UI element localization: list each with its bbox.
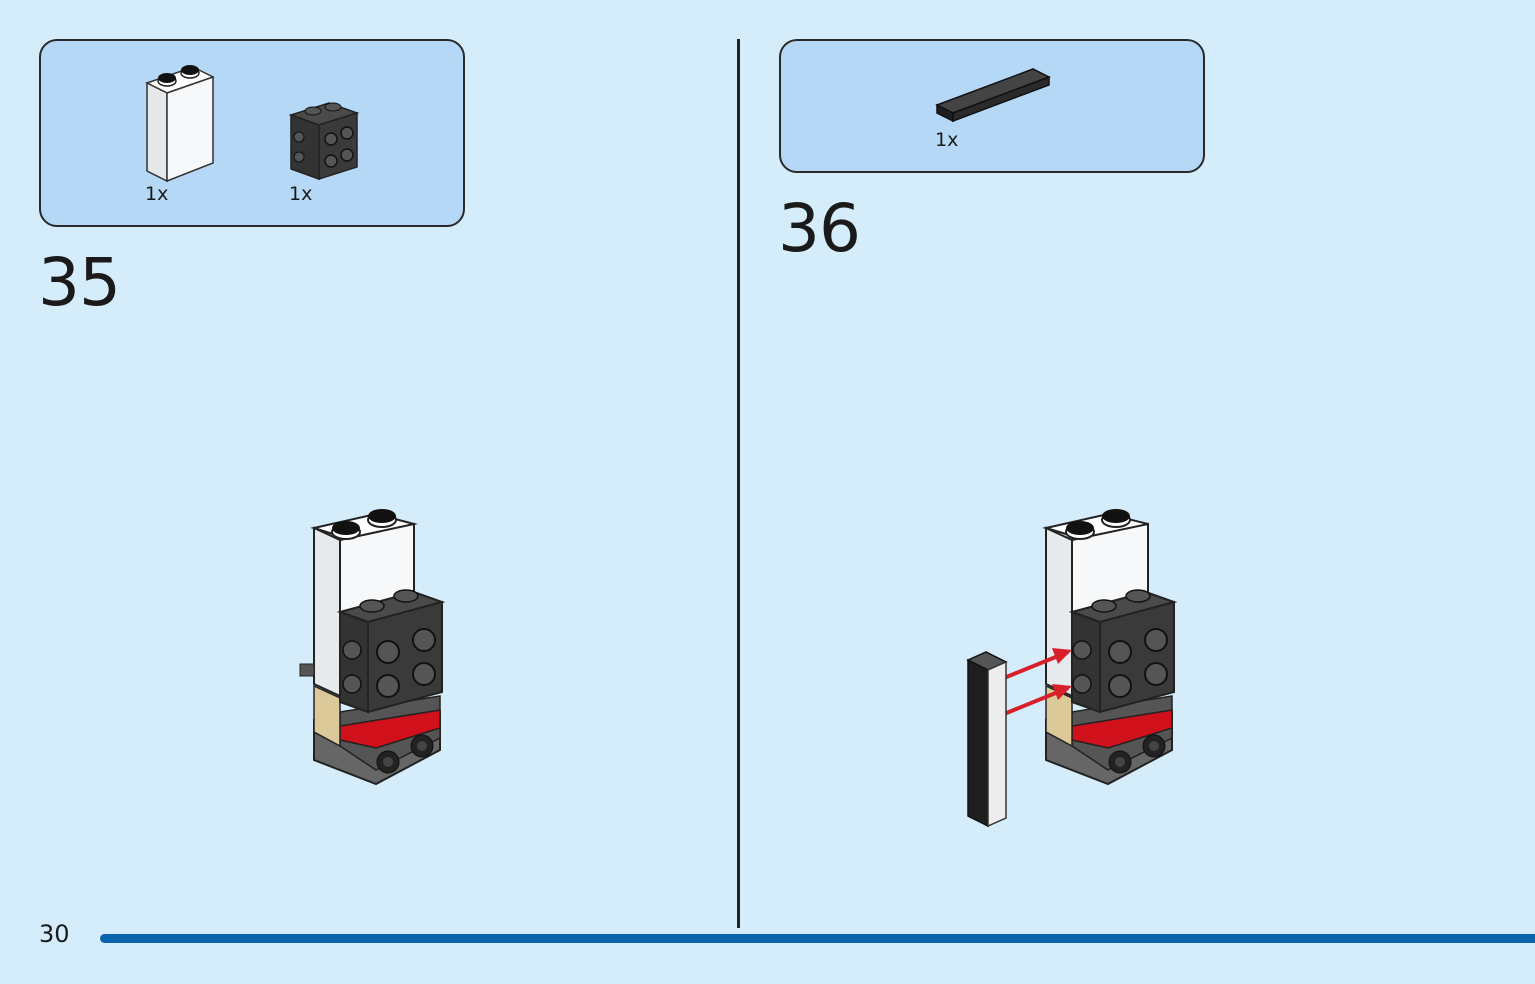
step-36-model-illustration [966,509,1178,828]
progress-bar [100,934,1535,943]
step-35-parts-box: 1x 1x [39,39,465,227]
black-tile-1x4-icon [935,68,1051,123]
dark-gray-brick-studs-on-side-icon [288,102,360,181]
step-number: 36 [778,190,861,267]
step-number: 35 [38,244,121,321]
part-qty: 1x [145,183,169,205]
step-35-model-illustration [299,509,446,786]
part-qty: 1x [289,183,313,205]
step-divider [737,39,740,928]
white-brick-1x2x2-icon [145,65,215,183]
red-arrow-icon [1003,648,1072,716]
page-number: 30 [39,920,70,948]
step-36-parts-box: 1x [779,39,1205,173]
part-qty: 1x [935,129,959,151]
